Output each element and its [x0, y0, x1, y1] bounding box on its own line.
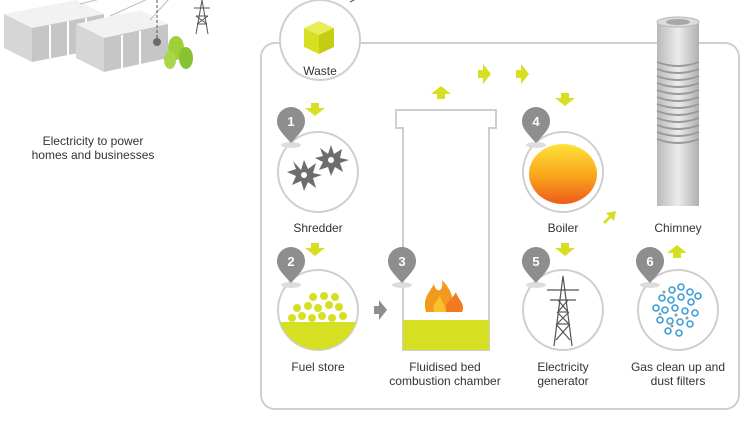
marker-2: 2: [277, 247, 305, 288]
flow-arrows: [305, 64, 687, 258]
marker-number: 1: [287, 114, 294, 129]
fuel-pellets-icon: [280, 292, 356, 350]
boiler-node: [522, 131, 604, 213]
waste-node: [279, 0, 361, 81]
gas-cleanup-label: Gas clean up and dust filters: [630, 360, 726, 388]
process-panel: [260, 42, 740, 410]
waste-label: Waste: [303, 64, 337, 78]
marker-5: 5: [522, 247, 550, 288]
arrow-right-icon: [516, 64, 529, 84]
buildings-illustration: [4, 0, 356, 72]
fuel-store-node: [277, 269, 359, 351]
pylon-icon: [547, 275, 579, 347]
marker-number: 5: [532, 254, 539, 269]
marker-3: 3: [388, 247, 416, 288]
generator-label: Electricity generator: [537, 360, 589, 388]
arrow-up-icon: [431, 86, 451, 99]
marker-number: 3: [398, 254, 405, 269]
gears-icon: [287, 145, 349, 191]
combustion-chamber-node: [395, 109, 497, 351]
arrow-down-icon: [555, 243, 575, 256]
boiler-label: Boiler: [547, 221, 579, 235]
arrow-down-icon: [555, 93, 575, 106]
marker-number: 2: [287, 254, 294, 269]
marker-number: 6: [646, 254, 653, 269]
waste-cube-icon: [304, 21, 334, 54]
generator-node: [522, 269, 604, 351]
arrow-down-icon: [305, 243, 325, 256]
marker-1: 1: [277, 107, 305, 148]
combustion-chamber-label: Fluidised bed combustion chamber: [389, 360, 501, 388]
shredder-node: [277, 131, 359, 213]
chimney-label: Chimney: [654, 221, 702, 235]
arrow-right-icon: [478, 64, 491, 84]
fuel-store-label: Fuel store: [291, 360, 345, 374]
arrow-up-icon: [667, 245, 687, 258]
chimney-icon: [656, 16, 700, 206]
marker-number: 4: [532, 114, 540, 129]
filter-particles-icon: [652, 283, 702, 337]
boiler-icon: [529, 144, 597, 204]
marker-6: 6: [636, 247, 664, 288]
marker-4: 4: [522, 107, 550, 148]
shredder-label: Shredder: [293, 221, 343, 235]
arrow-diagonal-icon: [603, 211, 616, 224]
gas-cleanup-node: [637, 269, 719, 351]
arrow-down-icon: [305, 103, 325, 116]
step-markers: 1 2 3 4 5 6: [277, 107, 664, 288]
flame-icon: [424, 280, 464, 312]
arrow-right-icon: [374, 300, 387, 320]
intro-caption: Electricity to power homes and businesse…: [31, 134, 155, 162]
